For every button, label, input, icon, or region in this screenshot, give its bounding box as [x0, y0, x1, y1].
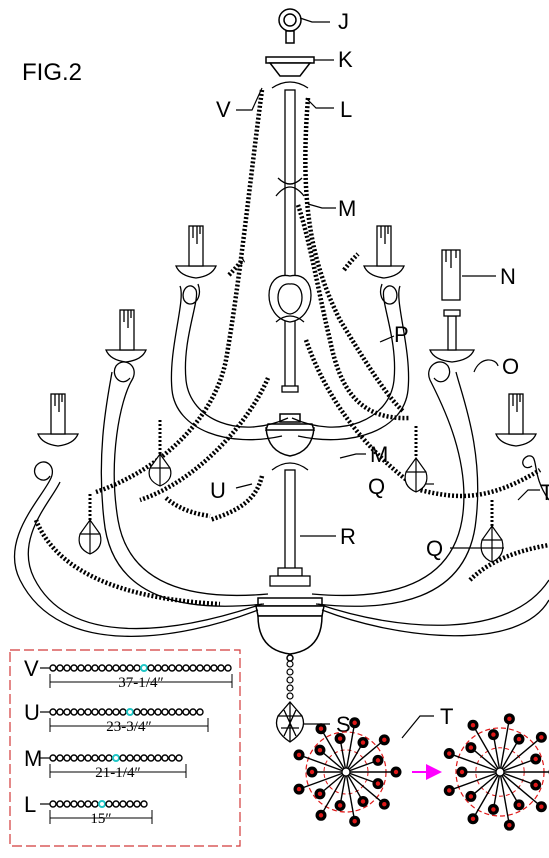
callout-T-bottom: T [440, 704, 453, 729]
legend-letter: M [24, 746, 42, 771]
legend-letter: L [24, 792, 36, 817]
lower-stem-R [269, 462, 311, 587]
callout-T-edge: T [540, 480, 549, 505]
callout-M-upper: M [338, 196, 356, 221]
middle-bowl [264, 413, 316, 457]
chain-hook-detail-after [443, 713, 549, 831]
chains [33, 89, 549, 607]
legend-row-u: U 23-3/4″ [24, 700, 209, 735]
candle-cups [37, 225, 537, 447]
callout-Q-right: Q [426, 536, 443, 561]
legend-row-v: V 37-1/4″ [24, 656, 233, 691]
chain-hook-detail-before [293, 717, 402, 827]
crystal-S [275, 701, 305, 743]
canopy-K [265, 56, 315, 77]
callout-J: J [338, 9, 349, 34]
legend-length: 23-3/4″ [106, 719, 151, 735]
legend-letter: U [24, 700, 40, 725]
crystal-chains [88, 420, 494, 526]
callout-R: R [340, 524, 356, 549]
callout-P: P [394, 322, 409, 347]
legend-length: 37-1/4″ [118, 675, 163, 691]
legend-length: 21-1/4″ [95, 765, 140, 781]
callout-M-lower: M [370, 442, 388, 467]
callout-V: V [216, 97, 231, 122]
callout-Q-left: Q [368, 474, 385, 499]
legend-row-l: L 15″ [24, 792, 153, 827]
upper-stem [268, 81, 312, 393]
lower-arms [13, 455, 549, 637]
callout-O: O [502, 354, 519, 379]
chain-legend: V 37-1/4″ U 23-3/4″ M 21-1/4″ L 15″ [24, 656, 233, 827]
upper-arms [170, 283, 410, 441]
callout-L: L [340, 97, 352, 122]
candle-sleeve-N [441, 249, 461, 301]
legend-row-m: M 21-1/4″ [24, 746, 187, 781]
middle-arms [100, 361, 479, 607]
figure-label: FIG.2 [22, 59, 82, 86]
callout-N: N [500, 264, 516, 289]
callout-K: K [338, 47, 353, 72]
callout-U: U [210, 478, 226, 503]
crystals-Q [78, 452, 504, 563]
legend-letter: V [24, 656, 39, 681]
callout-S: S [336, 712, 351, 737]
drop-chain [286, 660, 294, 700]
legend-length: 15″ [90, 811, 111, 827]
chain-legend-box [9, 649, 241, 847]
callout-leaders [235, 17, 540, 739]
bottom-bowl [255, 597, 325, 662]
top-ring-J [278, 8, 302, 44]
